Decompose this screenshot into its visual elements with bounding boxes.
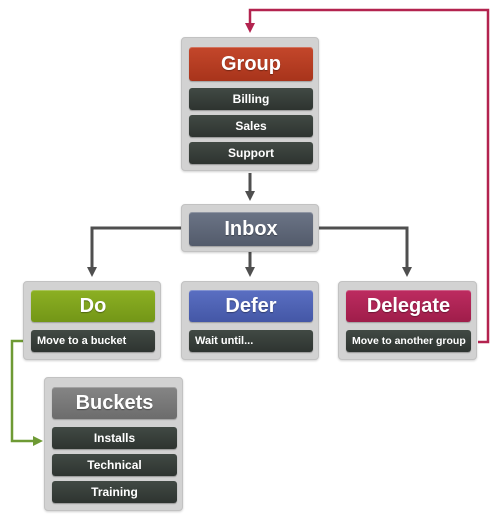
group-item-sales[interactable]: Sales <box>189 115 313 137</box>
arrow-inbox-to-do <box>87 226 182 277</box>
inbox-panel: Inbox <box>181 204 319 252</box>
buckets-panel: Buckets Installs Technical Training <box>44 377 183 511</box>
arrow-delegate-to-group <box>245 8 490 344</box>
buckets-item-technical[interactable]: Technical <box>52 454 177 476</box>
do-title[interactable]: Do <box>31 290 155 322</box>
group-item-support[interactable]: Support <box>189 142 313 164</box>
group-title: Group <box>189 47 313 81</box>
defer-title[interactable]: Defer <box>189 290 313 322</box>
buckets-title: Buckets <box>52 387 177 419</box>
do-action[interactable]: Move to a bucket <box>31 330 155 352</box>
inbox-title[interactable]: Inbox <box>189 212 313 246</box>
buckets-item-installs[interactable]: Installs <box>52 427 177 449</box>
defer-action[interactable]: Wait until... <box>189 330 313 352</box>
buckets-item-training[interactable]: Training <box>52 481 177 503</box>
arrow-inbox-to-delegate <box>318 226 412 277</box>
delegate-title[interactable]: Delegate <box>346 290 471 322</box>
delegate-action[interactable]: Move to another group <box>346 330 471 352</box>
arrow-do-to-buckets <box>10 339 43 446</box>
defer-panel: Defer Wait until... <box>181 281 319 360</box>
group-panel: Group Billing Sales Support <box>181 37 319 171</box>
delegate-panel: Delegate Move to another group <box>338 281 477 360</box>
do-panel: Do Move to a bucket <box>23 281 161 360</box>
group-item-billing[interactable]: Billing <box>189 88 313 110</box>
